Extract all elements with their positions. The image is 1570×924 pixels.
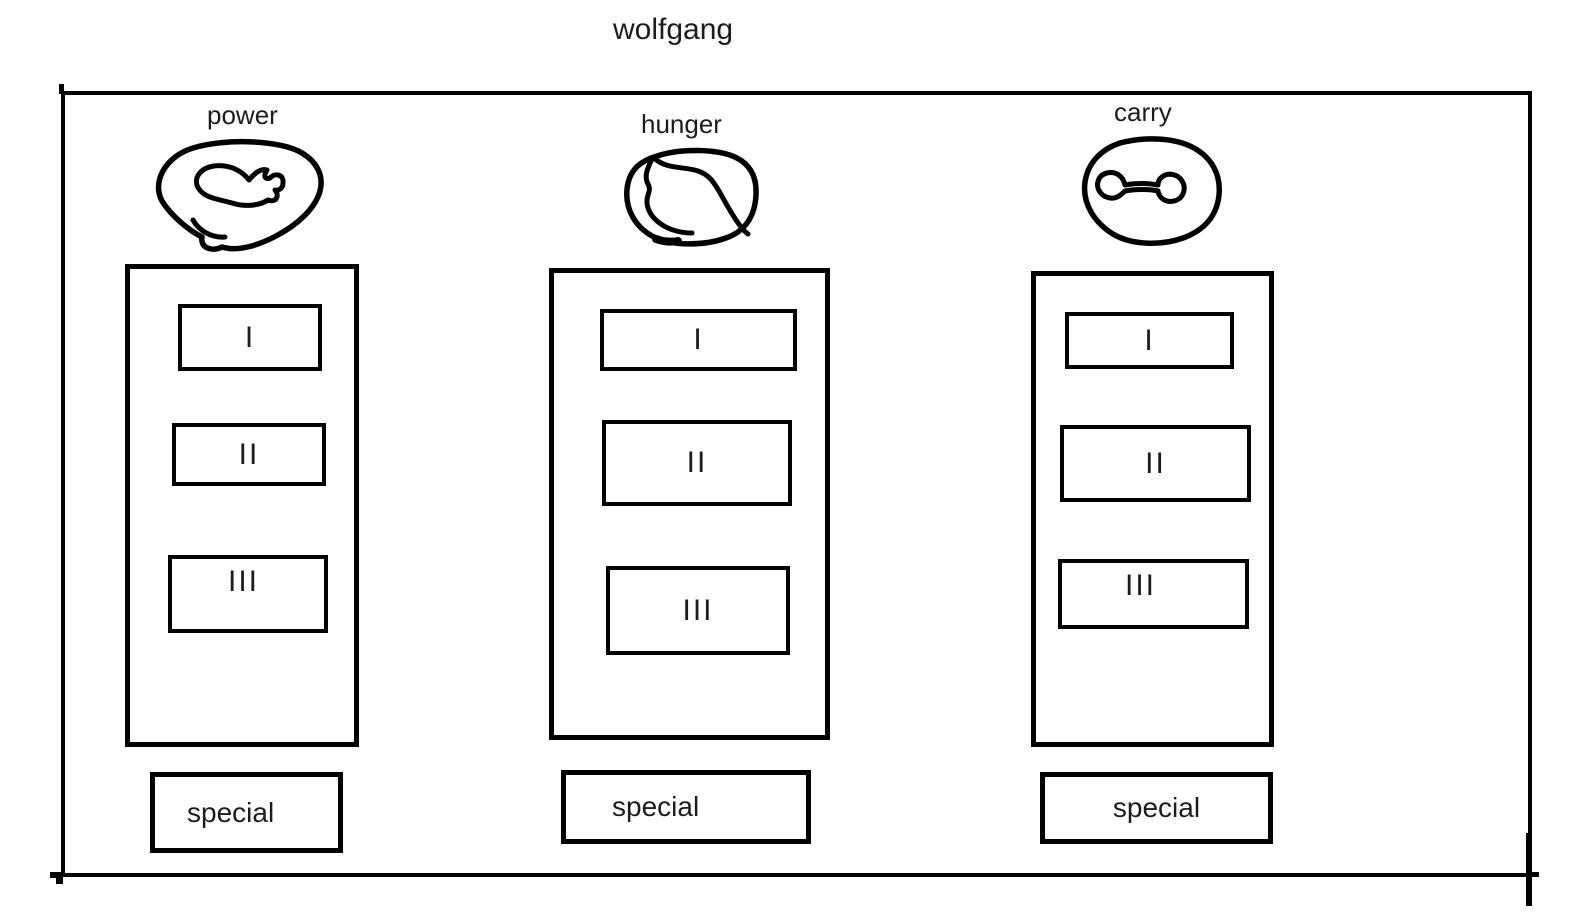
- power-column-label: power: [207, 100, 278, 130]
- stomach-inner-line-right: [651, 155, 751, 237]
- dumbbell-icon: [1081, 136, 1222, 246]
- frame-overshoot-top-left: [59, 84, 64, 94]
- stomach-icon: [624, 147, 759, 247]
- dumbbell-outline: [1081, 136, 1222, 246]
- carry-special-box: special: [1040, 772, 1273, 844]
- hunger-tier-2-box: II: [602, 420, 792, 506]
- carry-tier-3-label: III: [1125, 569, 1157, 602]
- hunger-tier-2-label: II: [686, 446, 708, 479]
- stomach-inner-line-left: [643, 156, 695, 236]
- frame-overshoot-bottom-left-vertical: [56, 872, 63, 884]
- power-tier-2-label: II: [238, 437, 260, 471]
- frame-overshoot-bottom-right-horizontal: [1532, 872, 1539, 877]
- power-special-box: special: [150, 772, 343, 853]
- carry-tier-1-box: I: [1065, 312, 1234, 369]
- power-special-label: special: [187, 796, 275, 828]
- flexed-arm-outline: [155, 138, 324, 252]
- stomach-bottom-stroke: [652, 235, 682, 246]
- power-tier-2-box: II: [172, 423, 326, 486]
- diagram-title: wolfgang: [613, 13, 734, 46]
- flexed-arm-tail-stroke: [190, 217, 228, 240]
- carry-tier-2-box: II: [1060, 425, 1251, 502]
- carry-special-label: special: [1112, 792, 1201, 823]
- carry-tier-3-box: III: [1058, 559, 1249, 629]
- outer-frame: [61, 91, 1532, 877]
- flexed-arm-muscle: [193, 163, 286, 208]
- power-tier-3-label: III: [228, 565, 260, 598]
- hunger-tier-1-label: I: [693, 323, 704, 356]
- hunger-tier-3-label: III: [682, 593, 714, 627]
- hunger-tier-1-box: I: [600, 309, 797, 371]
- carry-column-label: carry: [1114, 97, 1172, 127]
- power-tier-3-box: III: [168, 555, 328, 633]
- stomach-outline: [624, 147, 759, 247]
- hunger-special-label: special: [612, 791, 700, 822]
- power-tier-1-label: I: [244, 320, 256, 354]
- frame-overshoot-bottom-left-horizontal: [50, 872, 63, 878]
- carry-tier-2-label: II: [1145, 446, 1166, 480]
- hunger-tier-3-box: III: [606, 566, 790, 655]
- carry-tier-1-label: I: [1144, 323, 1155, 357]
- flexed-arm-icon: [155, 138, 324, 252]
- dumbbell-bone: [1095, 170, 1187, 204]
- power-tier-1-box: I: [178, 304, 322, 371]
- frame-overshoot-bottom-right-vertical: [1526, 833, 1532, 906]
- hunger-column-label: hunger: [641, 109, 722, 139]
- hunger-special-box: special: [561, 770, 811, 844]
